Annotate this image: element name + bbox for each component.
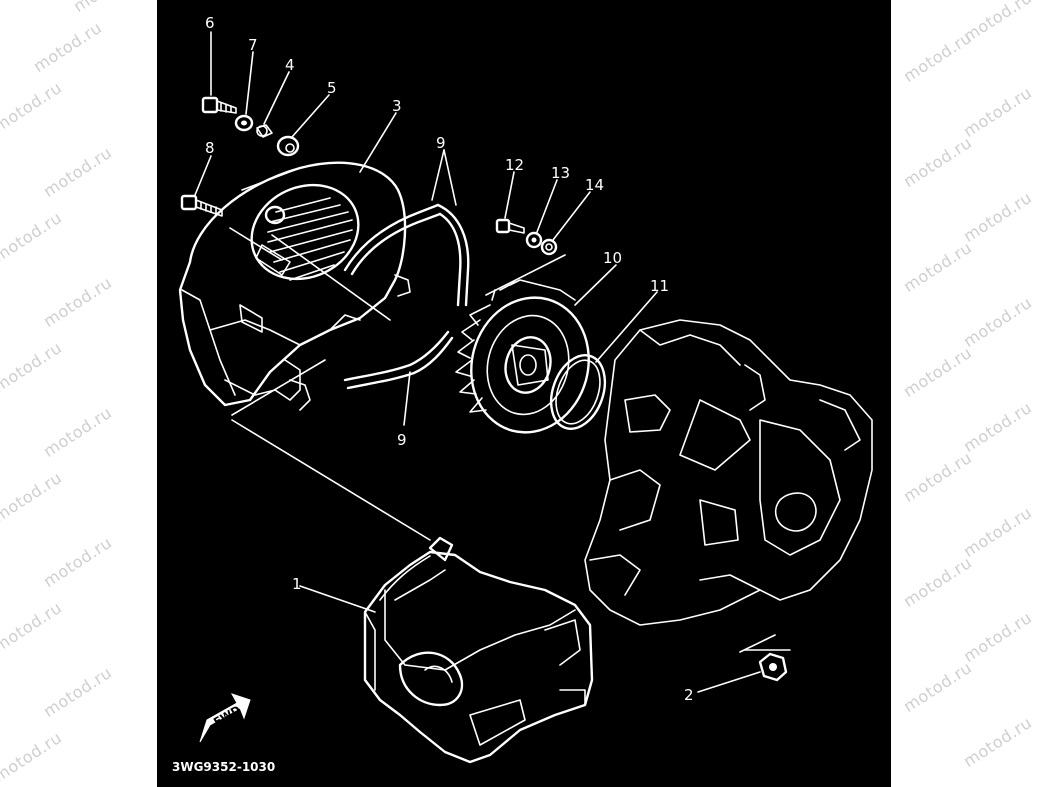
washer-7[interactable] — [234, 114, 254, 132]
callout-5: 5 — [327, 79, 337, 97]
o-ring-11[interactable] — [542, 348, 615, 437]
grommet-5[interactable] — [276, 135, 300, 157]
callout-1: 1 — [292, 575, 302, 593]
callout-9-lower: 9 — [397, 431, 407, 449]
hose-9-lower[interactable] — [343, 330, 454, 390]
callout-4: 4 — [285, 56, 295, 74]
hose-9-upper[interactable] — [343, 203, 470, 307]
leader-2 — [697, 671, 761, 693]
cooling-fan-10[interactable] — [455, 279, 604, 446]
leader-9b — [403, 371, 411, 426]
fwd-label: FWD — [211, 703, 242, 729]
leader-1 — [299, 585, 376, 613]
bolt-12[interactable] — [495, 218, 525, 234]
leader-10 — [574, 264, 617, 306]
leader-11 — [595, 291, 658, 363]
callout-12: 12 — [505, 156, 524, 174]
leader-4 — [263, 71, 290, 125]
callout-8: 8 — [205, 139, 215, 157]
washer-14[interactable] — [540, 238, 558, 256]
leader-7 — [245, 51, 254, 115]
diagram-code: 3WG9352-1030 — [172, 760, 275, 774]
shroud-grille — [267, 197, 353, 281]
callout-9-upper: 9 — [436, 134, 446, 152]
leader-9a-2 — [443, 149, 457, 206]
assembly-guide-lines — [229, 167, 791, 653]
callout-10: 10 — [603, 249, 622, 267]
leader-13 — [536, 179, 558, 233]
lower-shroud-1[interactable] — [363, 536, 594, 764]
fastener-2[interactable] — [758, 652, 788, 682]
callout-3: 3 — [392, 97, 402, 115]
callout-14: 14 — [585, 176, 604, 194]
bolt-8[interactable] — [180, 194, 223, 217]
leader-5 — [291, 94, 330, 138]
callout-6: 6 — [205, 14, 215, 32]
bolt-6[interactable] — [201, 96, 237, 114]
leader-8 — [194, 155, 212, 196]
leader-14 — [552, 191, 591, 241]
callout-11: 11 — [650, 277, 669, 295]
leader-9a-1 — [431, 149, 445, 201]
leader-3 — [359, 112, 397, 173]
callout-13: 13 — [551, 164, 570, 182]
washer-13[interactable] — [525, 231, 543, 249]
callout-2: 2 — [684, 686, 694, 704]
engine-block — [584, 319, 873, 626]
fan-fins — [455, 279, 576, 413]
fwd-arrow: FWD — [199, 693, 251, 743]
collar-4[interactable] — [256, 124, 273, 138]
leader-12 — [504, 171, 515, 219]
callout-7: 7 — [248, 36, 258, 54]
